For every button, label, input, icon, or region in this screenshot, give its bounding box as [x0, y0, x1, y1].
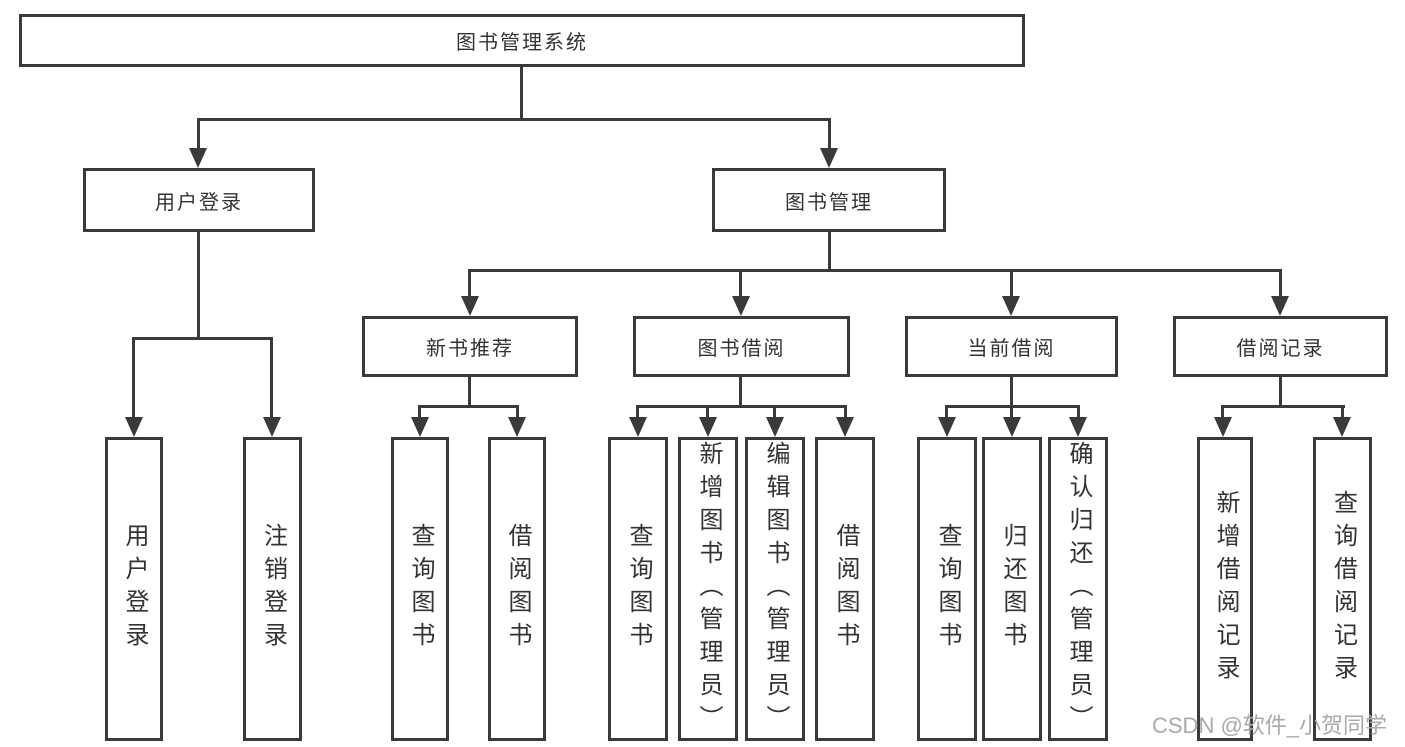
connector-new-book-bus — [418, 405, 519, 408]
connector-drop-leaf-logout — [270, 337, 273, 419]
leaf-add-book-admin-label: 新增图书（管理员） — [695, 440, 722, 738]
connector-drop-book-borrow — [739, 269, 742, 298]
arrowhead-borrow-records-icon — [1271, 296, 1289, 316]
node-borrowing-records: 借阅记录 — [1173, 316, 1388, 377]
node-book-management: 图书管理 — [712, 168, 946, 232]
connector-drop-return-books — [1010, 405, 1013, 420]
connector-drop-user-login — [197, 118, 200, 152]
arrowhead-book-borrow-icon — [732, 296, 750, 316]
leaf-search-books-1-label: 查询图书 — [407, 523, 434, 655]
connector-root-stem — [520, 65, 523, 121]
connector-drop-borrow-records — [1279, 269, 1282, 298]
leaf-add-borrow-record-label: 新增借阅记录 — [1212, 490, 1239, 688]
node-user-login-label: 用户登录 — [155, 191, 243, 214]
connector-borrowing-records-bus — [1221, 405, 1345, 408]
arrowhead-search-books-2-icon — [629, 417, 647, 437]
connector-drop-search-books-3 — [945, 405, 948, 420]
connector-drop-new-book — [468, 269, 471, 298]
node-root-label: 图书管理系统 — [456, 32, 588, 54]
node-borrowing-records-label: 借阅记录 — [1236, 338, 1325, 360]
arrowhead-add-borrow-record-icon — [1214, 417, 1232, 437]
leaf-confirm-return-admin: 确认归还（管理员） — [1048, 437, 1108, 741]
connector-book-borrowing-stem — [739, 375, 742, 408]
node-book-management-label: 图书管理 — [785, 191, 873, 214]
leaf-edit-book-admin-label: 编辑图书（管理员） — [762, 440, 789, 738]
leaf-search-books-1: 查询图书 — [391, 437, 449, 741]
leaf-logout: 注销登录 — [243, 437, 302, 741]
arrowhead-borrow-books-1-icon — [508, 417, 526, 437]
connector-current-borrowing-stem — [1010, 375, 1013, 408]
connector-drop-confirm-return — [1077, 405, 1080, 420]
connector-drop-leaf-user-login — [132, 337, 135, 419]
connector-drop-book-management — [828, 118, 831, 152]
connector-drop-borrow-books-1 — [516, 405, 519, 420]
leaf-confirm-return-admin-label: 确认归还（管理员） — [1065, 440, 1092, 738]
connector-book-management-stem — [828, 230, 831, 272]
leaf-search-books-3-label: 查询图书 — [934, 523, 961, 655]
connector-user-login-bus — [132, 337, 273, 340]
node-root: 图书管理系统 — [19, 14, 1025, 67]
arrowhead-edit-book-icon — [766, 417, 784, 437]
arrowhead-user-login-icon — [189, 148, 207, 168]
arrowhead-leaf-logout-icon — [263, 417, 281, 437]
connector-drop-current-borrow — [1010, 269, 1013, 298]
arrowhead-book-management-icon — [820, 148, 838, 168]
node-new-book-recommendation: 新书推荐 — [362, 316, 578, 377]
connector-drop-add-borrow-record — [1221, 405, 1224, 420]
leaf-add-borrow-record: 新增借阅记录 — [1197, 437, 1253, 741]
arrowhead-search-books-3-icon — [938, 417, 956, 437]
leaf-search-borrow-record-label: 查询借阅记录 — [1329, 490, 1357, 688]
leaf-borrow-books-2-label: 借阅图书 — [832, 523, 859, 655]
node-book-borrowing-label: 图书借阅 — [697, 338, 786, 360]
leaf-return-books-label: 归还图书 — [999, 523, 1026, 655]
connector-drop-edit-book — [773, 405, 776, 420]
connector-root-bus — [197, 118, 831, 121]
connector-borrowing-records-stem — [1279, 375, 1282, 408]
csdn-watermark: CSDN @软件_小贺同学 — [1152, 713, 1388, 738]
arrowhead-confirm-return-icon — [1069, 417, 1087, 437]
connector-book-management-bus — [468, 269, 1282, 272]
connector-book-borrowing-bus — [636, 405, 847, 408]
arrowhead-leaf-user-login-icon — [125, 417, 143, 437]
connector-new-book-stem — [468, 375, 471, 408]
leaf-add-book-admin: 新增图书（管理员） — [678, 437, 738, 741]
connector-drop-search-books-1 — [418, 405, 421, 420]
leaf-search-books-2-label: 查询图书 — [625, 523, 652, 655]
leaf-borrow-books-1-label: 借阅图书 — [504, 523, 531, 655]
connector-drop-borrow-books-2 — [844, 405, 847, 420]
arrowhead-new-book-icon — [461, 296, 479, 316]
arrowhead-borrow-books-2-icon — [836, 417, 854, 437]
arrowhead-add-book-icon — [699, 417, 717, 437]
leaf-return-books: 归还图书 — [982, 437, 1042, 741]
leaf-user-login: 用户登录 — [105, 437, 163, 741]
leaf-borrow-books-1: 借阅图书 — [488, 437, 546, 741]
connector-drop-add-book — [706, 405, 709, 420]
connector-drop-search-books-2 — [636, 405, 639, 420]
leaf-search-books-3: 查询图书 — [917, 437, 977, 741]
node-current-borrowing: 当前借阅 — [905, 316, 1118, 377]
leaf-user-login-label: 用户登录 — [121, 523, 148, 655]
connector-drop-search-borrow-record — [1341, 405, 1344, 420]
arrowhead-search-books-1-icon — [411, 417, 429, 437]
leaf-search-borrow-record: 查询借阅记录 — [1313, 437, 1372, 741]
node-current-borrowing-label: 当前借阅 — [967, 338, 1056, 360]
node-user-login: 用户登录 — [83, 168, 315, 232]
leaf-search-books-2: 查询图书 — [608, 437, 668, 741]
node-book-borrowing: 图书借阅 — [633, 316, 850, 377]
leaf-borrow-books-2: 借阅图书 — [815, 437, 875, 741]
leaf-edit-book-admin: 编辑图书（管理员） — [745, 437, 805, 741]
arrowhead-search-borrow-record-icon — [1333, 417, 1351, 437]
arrowhead-current-borrow-icon — [1002, 296, 1020, 316]
leaf-logout-label: 注销登录 — [259, 523, 287, 655]
node-new-book-label: 新书推荐 — [426, 338, 514, 360]
arrowhead-return-books-icon — [1003, 417, 1021, 437]
connector-user-login-stem — [197, 230, 200, 340]
